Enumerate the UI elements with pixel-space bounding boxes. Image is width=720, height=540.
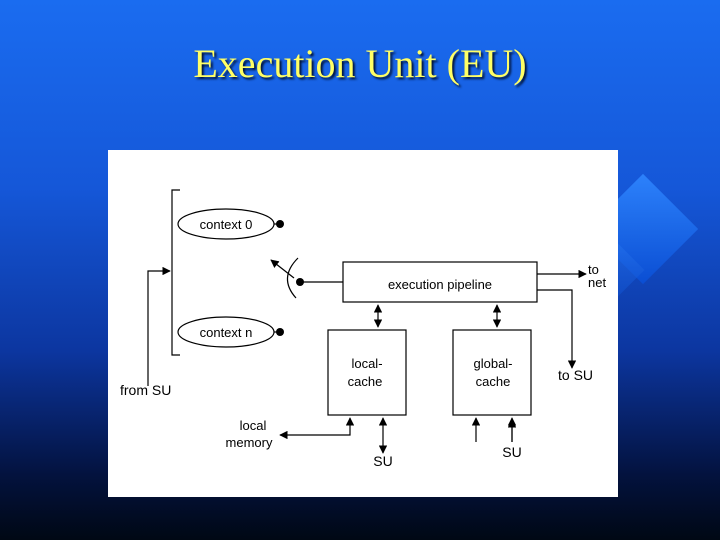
- execution-pipeline-label: execution pipeline: [388, 277, 492, 292]
- context-0-terminal: [276, 220, 284, 228]
- from-su-label: from SU: [120, 382, 171, 398]
- su-bottom-right-label: SU: [502, 444, 521, 460]
- context-0-node: context 0: [177, 208, 284, 240]
- execution-pipeline-box: execution pipeline: [342, 261, 538, 303]
- local-cache-label-line2: cache: [348, 374, 383, 389]
- to-net-label-line2: net: [588, 275, 606, 290]
- context-n-node: context n: [177, 316, 284, 348]
- context-n-terminal: [276, 328, 284, 336]
- local-cache-box: local- cache: [327, 329, 407, 416]
- to-su-label: to SU: [558, 367, 593, 383]
- local-memory-label-line2: memory: [226, 435, 273, 450]
- local-memory-link: [279, 417, 355, 440]
- global-cache-label-line1: global-: [473, 356, 512, 371]
- from-su-arrow: [147, 266, 171, 386]
- context-bracket: [171, 189, 180, 356]
- execution-unit-diagram: from SU context 0 context n execution pi…: [120, 189, 606, 469]
- local-cache-label-line1: local-: [351, 356, 382, 371]
- local-memory-label-line1: local: [240, 418, 267, 433]
- to-su-arrow: [537, 289, 577, 369]
- su-bottom-left-label: SU: [373, 453, 392, 469]
- global-cache-box: global- cache: [452, 329, 532, 416]
- context-0-label: context 0: [200, 217, 253, 232]
- context-n-label: context n: [200, 325, 253, 340]
- context-selector-switch: [270, 257, 343, 299]
- to-net-label-line1: to: [588, 262, 599, 277]
- diagram-panel: from SU context 0 context n execution pi…: [108, 150, 618, 497]
- slide-title: Execution Unit (EU): [193, 41, 527, 86]
- su-global-cache-link: [471, 417, 517, 442]
- global-cache-label-line2: cache: [476, 374, 511, 389]
